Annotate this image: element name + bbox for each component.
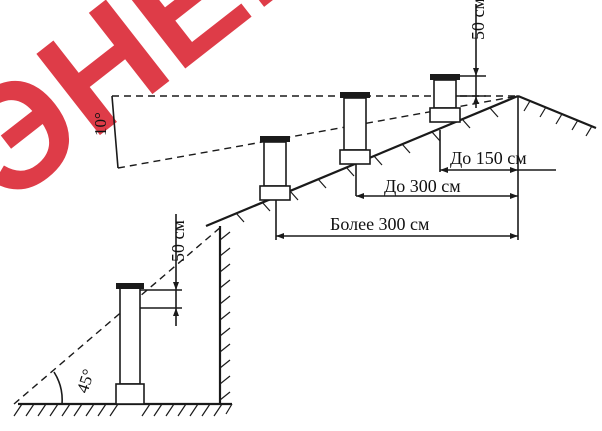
watermark-letters: ЭНЕР <box>0 0 355 232</box>
chimney-top <box>429 74 461 123</box>
angle-10-label: 10° <box>91 112 110 136</box>
dimension-top-50: 50 см <box>456 0 488 108</box>
dist-300-label: До 300 см <box>384 176 461 196</box>
dist-150-label: До 150 см <box>450 148 527 168</box>
angle-45-label: 45° <box>73 367 98 396</box>
watermark: ЭНЕР <box>0 0 355 232</box>
distance-drops <box>275 96 519 240</box>
dist-more-300-label: Более 300 см <box>330 214 429 234</box>
dimension-150: До 150 см <box>440 148 556 173</box>
building-wall <box>218 226 231 404</box>
dimension-more-300: Более 300 см <box>276 214 518 239</box>
top-height-label: 50 см <box>468 0 488 40</box>
chimney-low <box>115 283 145 405</box>
chimney-3 <box>339 92 371 165</box>
dimension-300: До 300 см <box>356 176 518 199</box>
chimney-2 <box>259 136 291 201</box>
ground-left <box>13 402 233 417</box>
angle-45-construction: 45° <box>13 225 223 405</box>
dimension-low-50: 50 см <box>140 214 188 326</box>
low-height-label: 50 см <box>168 220 188 262</box>
